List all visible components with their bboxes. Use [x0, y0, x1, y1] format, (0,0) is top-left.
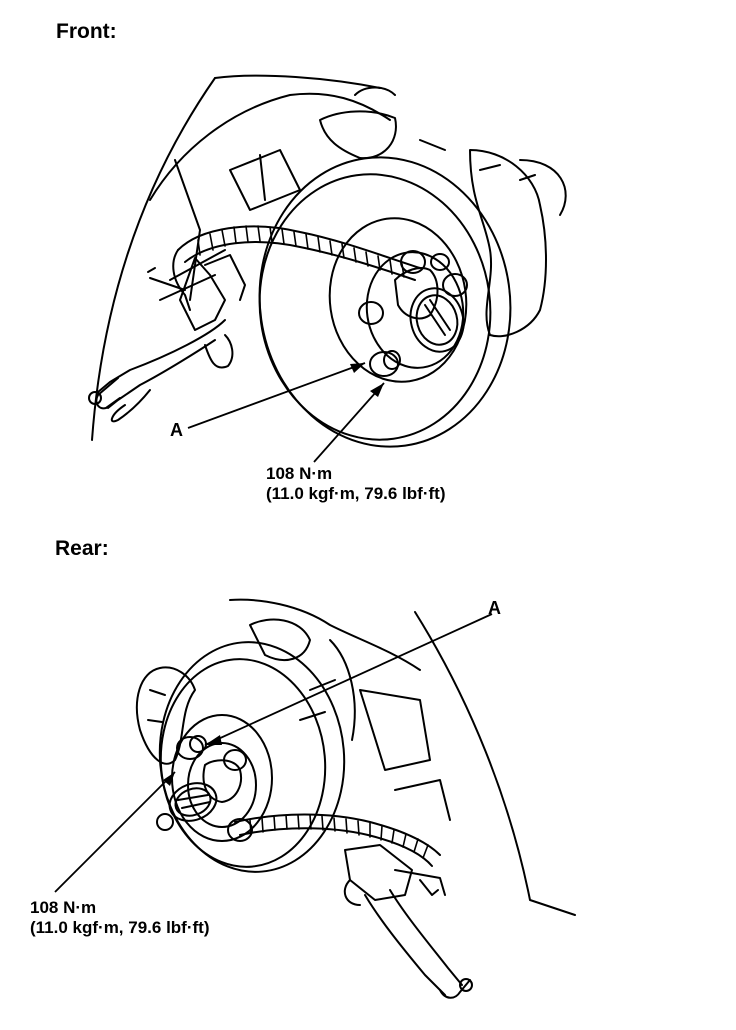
- rear-dial-indicator: [168, 782, 218, 822]
- rear-leader-a: [204, 613, 493, 746]
- rear-arrow-a: [205, 735, 222, 745]
- rear-stand-base: [344, 844, 413, 901]
- front-callout-a: A: [170, 420, 183, 440]
- rear-rotor-hat: [171, 714, 273, 842]
- front-torque-line1: 108 N·m: [266, 464, 333, 483]
- rear-fender-arch: [414, 611, 576, 916]
- rear-caliper: [135, 666, 196, 765]
- rear-lug-nut-2: [223, 749, 247, 771]
- front-arrow-a: [350, 363, 365, 373]
- rear-heading: Rear:: [55, 537, 109, 560]
- front-lug-nut-4: [442, 273, 468, 297]
- front-caliper: [469, 149, 547, 338]
- front-lug-nut-1: [369, 351, 399, 377]
- front-heading: Front:: [56, 20, 117, 43]
- rear-lug-nut-3: [156, 813, 174, 831]
- front-dial-indicator: [409, 287, 465, 353]
- front-torque-line2: (11.0 kgf·m, 79.6 lbf·ft): [266, 484, 446, 503]
- rear-torque-line1: 108 N·m: [30, 898, 97, 917]
- rear-arrow-torque: [163, 772, 175, 786]
- rear-lug-nut-1: [176, 736, 204, 760]
- front-torque-spec: 108 N·m (11.0 kgf·m, 79.6 lbf·ft): [266, 464, 445, 504]
- front-stand-base: [179, 257, 226, 331]
- rear-locking-pliers: [364, 894, 446, 996]
- rear-torque-line2: (11.0 kgf·m, 79.6 lbf·ft): [30, 918, 210, 937]
- front-fender-arch: [91, 77, 216, 441]
- rear-lug-nut-4: [227, 818, 253, 842]
- front-leader-a: [187, 362, 366, 429]
- rear-callout-a: A: [488, 598, 501, 618]
- front-lug-nut-2: [358, 301, 384, 325]
- front-leader-torque: [313, 382, 385, 463]
- front-locking-pliers: [97, 319, 226, 393]
- rear-leader-torque: [54, 771, 176, 893]
- rear-torque-spec: 108 N·m (11.0 kgf·m, 79.6 lbf·ft): [30, 898, 209, 938]
- front-arrow-torque: [370, 383, 384, 397]
